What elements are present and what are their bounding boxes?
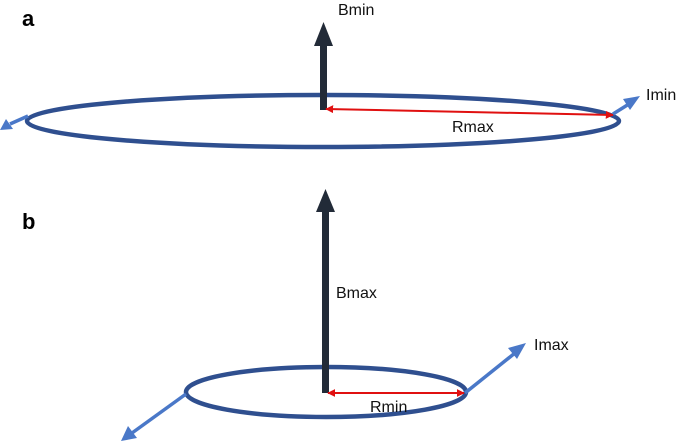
field-label-bmin: Bmin: [338, 2, 374, 19]
current-label-imax: Imax: [534, 337, 569, 354]
field-label-bmax: Bmax: [336, 285, 377, 302]
field-arrow-bmax: [316, 189, 335, 393]
current-arrow-imax-right: [463, 343, 526, 395]
radius-label-rmax: Rmax: [452, 119, 494, 136]
current-label-imin: Imin: [646, 87, 676, 104]
current-arrow-imin-right: [612, 96, 640, 116]
panel-b-label: b: [22, 209, 35, 234]
field-arrow-bmin: [314, 22, 333, 110]
panel-a: a Bmin Rmax Imin: [0, 2, 676, 150]
current-arrow-imax-left: [121, 392, 188, 441]
current-arrow-imin-left: [0, 114, 29, 130]
panel-a-label: a: [22, 6, 35, 31]
radius-label-rmin: Rmin: [370, 399, 407, 416]
panel-b: b Bmax Rmin Imax: [22, 189, 569, 441]
radius-arrow-rmax: [325, 105, 614, 119]
